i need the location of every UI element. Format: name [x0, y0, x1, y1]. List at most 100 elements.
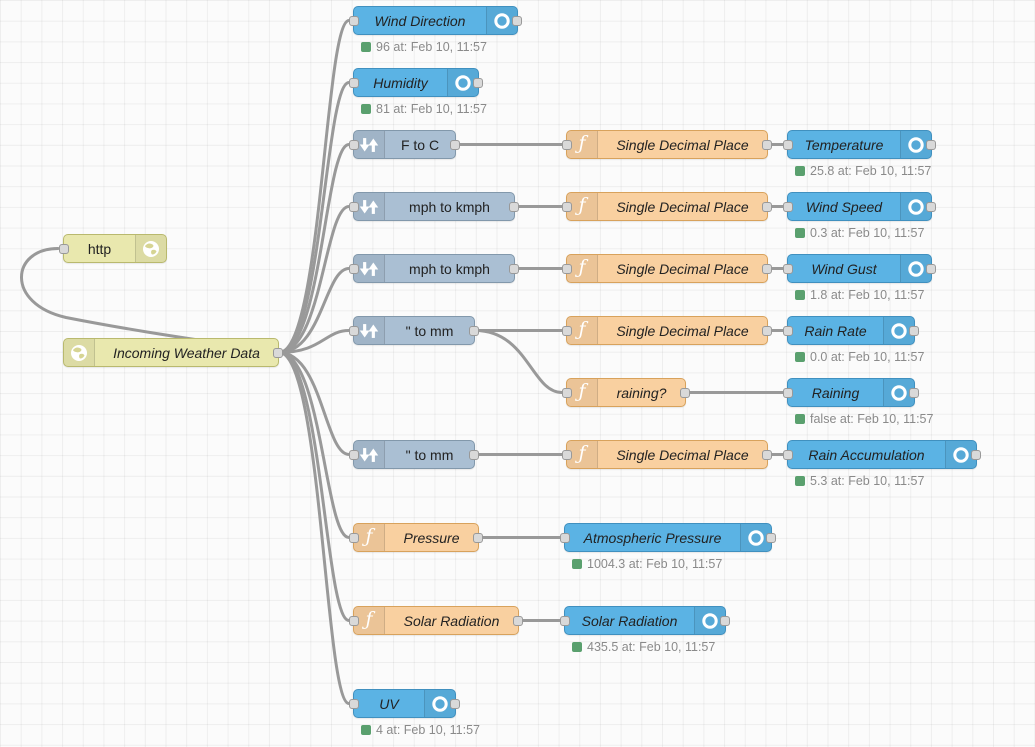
node-humidity[interactable]: Humidity: [349, 68, 483, 97]
node-atmospheric-pressure[interactable]: Atmospheric Pressure: [560, 523, 776, 552]
input-port[interactable]: [349, 325, 359, 336]
output-port[interactable]: [762, 201, 772, 212]
node-status-atmospheric-pressure: 1004.3 at: Feb 10, 11:57: [572, 557, 722, 571]
node-http-response[interactable]: http: [59, 234, 167, 263]
node-uv[interactable]: UV: [349, 689, 460, 718]
input-port[interactable]: [562, 449, 572, 460]
function-f-icon: ƒ: [567, 255, 598, 282]
input-port[interactable]: [562, 201, 572, 212]
input-port[interactable]: [783, 263, 793, 274]
node-solar-radiation[interactable]: Solar Radiation: [560, 606, 730, 635]
status-dot-icon: [361, 104, 371, 114]
output-port[interactable]: [762, 263, 772, 274]
node-incoming-weather-data[interactable]: Incoming Weather Data: [63, 338, 283, 367]
output-port[interactable]: [512, 15, 522, 26]
output-port[interactable]: [513, 615, 523, 626]
wire-incoming-weather-data-to-humidity[interactable]: [277, 81, 351, 354]
output-port[interactable]: [473, 532, 483, 543]
output-port[interactable]: [762, 139, 772, 150]
output-port[interactable]: [450, 698, 460, 709]
input-port[interactable]: [349, 201, 359, 212]
output-port[interactable]: [762, 325, 772, 336]
status-dot-icon: [795, 414, 805, 424]
input-port[interactable]: [783, 139, 793, 150]
output-port[interactable]: [766, 532, 776, 543]
node-wind-gust[interactable]: Wind Gust: [783, 254, 936, 283]
input-port[interactable]: [349, 449, 359, 460]
node-label: Single Decimal Place: [616, 322, 749, 339]
output-port[interactable]: [926, 139, 936, 150]
output-port[interactable]: [909, 325, 919, 336]
input-port[interactable]: [349, 77, 359, 88]
input-port[interactable]: [562, 263, 572, 274]
input-port[interactable]: [783, 449, 793, 460]
output-port[interactable]: [469, 325, 479, 336]
node-wind-speed[interactable]: Wind Speed: [783, 192, 936, 221]
output-port[interactable]: [473, 77, 483, 88]
input-port[interactable]: [562, 139, 572, 150]
output-port[interactable]: [680, 387, 690, 398]
node-label: Atmospheric Pressure: [583, 529, 722, 546]
input-port[interactable]: [349, 532, 359, 543]
wire-incoming-weather-data-to-solar-radiation-fn[interactable]: [277, 351, 351, 622]
node-label: Wind Gust: [811, 260, 877, 277]
node-label: mph to kmph: [409, 198, 490, 215]
output-port[interactable]: [926, 263, 936, 274]
node-rain-rate[interactable]: Rain Rate: [783, 316, 919, 345]
wire-incoming-weather-data-to-in-to-mm-2[interactable]: [277, 351, 351, 456]
output-port[interactable]: [971, 449, 981, 460]
output-port[interactable]: [509, 201, 519, 212]
status-text: 0.0 at: Feb 10, 11:57: [810, 350, 925, 364]
input-port[interactable]: [560, 615, 570, 626]
node-status-raining: false at: Feb 10, 11:57: [795, 412, 933, 426]
node-in-to-mm-2[interactable]: " to mm: [349, 440, 479, 469]
node-wind-direction[interactable]: Wind Direction: [349, 6, 522, 35]
input-port[interactable]: [349, 263, 359, 274]
wire-incoming-weather-data-to-mph-to-kmph-2[interactable]: [277, 267, 351, 354]
input-port[interactable]: [562, 325, 572, 336]
wire-incoming-weather-data-to-in-to-mm-1[interactable]: [277, 329, 351, 354]
node-rain-accumulation[interactable]: Rain Accumulation: [783, 440, 981, 469]
input-port[interactable]: [783, 387, 793, 398]
output-port[interactable]: [909, 387, 919, 398]
input-port[interactable]: [349, 15, 359, 26]
output-port[interactable]: [469, 449, 479, 460]
wire-incoming-weather-data-to-mph-to-kmph-1[interactable]: [277, 205, 351, 354]
node-label: Single Decimal Place: [616, 198, 749, 215]
input-port[interactable]: [562, 387, 572, 398]
node-mph-to-kmph-1[interactable]: mph to kmph: [349, 192, 519, 221]
node-temperature[interactable]: Temperature: [783, 130, 936, 159]
input-port[interactable]: [349, 698, 359, 709]
output-port[interactable]: [926, 201, 936, 212]
output-port[interactable]: [450, 139, 460, 150]
node-mph-to-kmph-2[interactable]: mph to kmph: [349, 254, 519, 283]
output-port[interactable]: [509, 263, 519, 274]
input-port[interactable]: [783, 201, 793, 212]
wire-incoming-weather-data-to-wind-direction[interactable]: [277, 19, 351, 354]
wire-incoming-weather-data-to-uv[interactable]: [277, 351, 351, 705]
output-port[interactable]: [273, 347, 283, 358]
input-port[interactable]: [59, 243, 69, 254]
wire-incoming-weather-data-to-f-to-c[interactable]: [277, 143, 351, 354]
node-status-temperature: 25.8 at: Feb 10, 11:57: [795, 164, 931, 178]
input-port[interactable]: [349, 615, 359, 626]
input-port[interactable]: [560, 532, 570, 543]
node-raining[interactable]: Raining: [783, 378, 919, 407]
output-port[interactable]: [720, 615, 730, 626]
wire-in-to-mm-1-to-raining-fn[interactable]: [473, 329, 564, 394]
output-port[interactable]: [762, 449, 772, 460]
input-port[interactable]: [349, 139, 359, 150]
input-port[interactable]: [783, 325, 793, 336]
node-f-to-c[interactable]: F to C: [349, 130, 460, 159]
node-in-to-mm-1[interactable]: " to mm: [349, 316, 479, 345]
wire-incoming-weather-data-to-pressure-fn[interactable]: [277, 351, 351, 539]
